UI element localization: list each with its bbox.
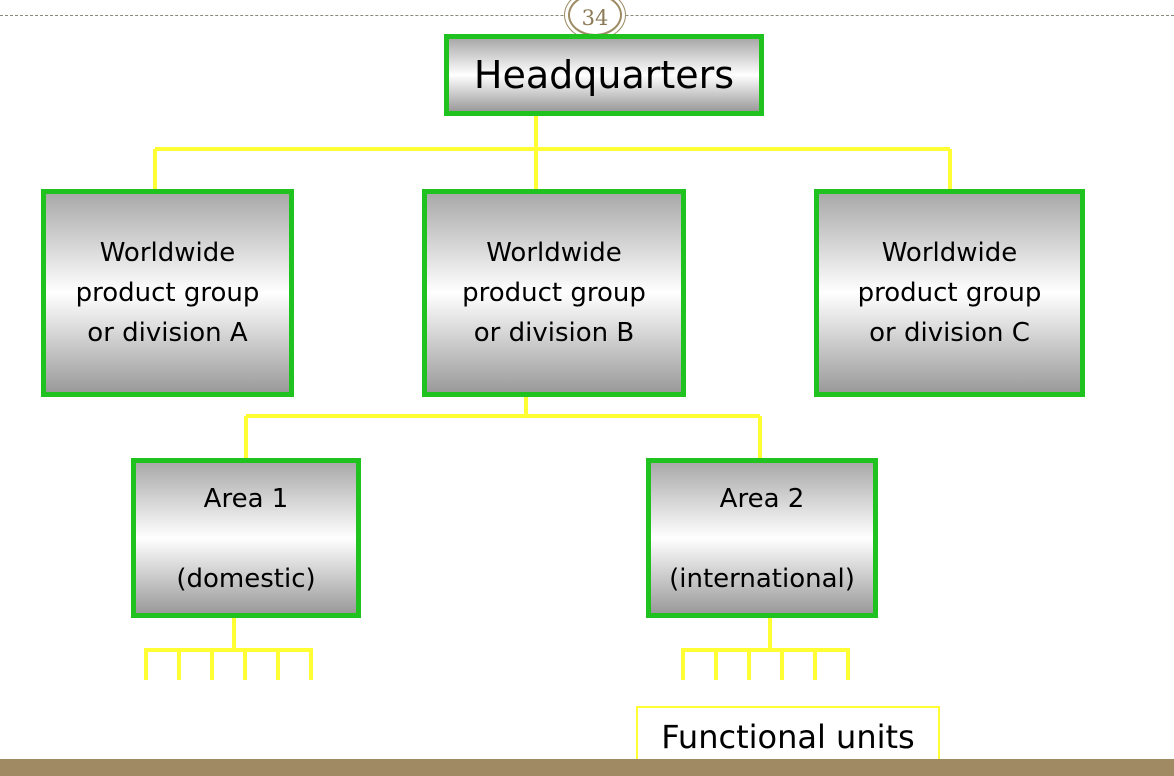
area-2-title: Area 2: [719, 484, 805, 514]
page-number: 34: [581, 6, 609, 30]
area-2-box: Area 2 (international): [646, 458, 878, 618]
division-a-label: Worldwide product group or division A: [75, 238, 260, 348]
headquarters-label: Headquarters: [473, 53, 735, 97]
bottom-bar: [0, 759, 1174, 776]
area-2-subtitle: (international): [669, 564, 855, 594]
headquarters-box: Headquarters: [444, 34, 764, 116]
division-b-label: Worldwide product group or division B: [462, 238, 646, 348]
area-1-title: Area 1: [203, 484, 289, 514]
area-1-subtitle: (domestic): [176, 564, 316, 594]
division-c-label: Worldwide product group or division C: [857, 238, 1042, 348]
division-a-box: Worldwide product group or division A: [41, 189, 294, 397]
division-c-box: Worldwide product group or division C: [814, 189, 1085, 397]
functional-units-text: Functional units: [661, 718, 915, 756]
division-b-box: Worldwide product group or division B: [422, 189, 686, 397]
page-number-badge: 34: [568, 0, 622, 36]
area-1-box: Area 1 (domestic): [131, 458, 361, 618]
functional-units-label: Functional units: [636, 706, 940, 768]
